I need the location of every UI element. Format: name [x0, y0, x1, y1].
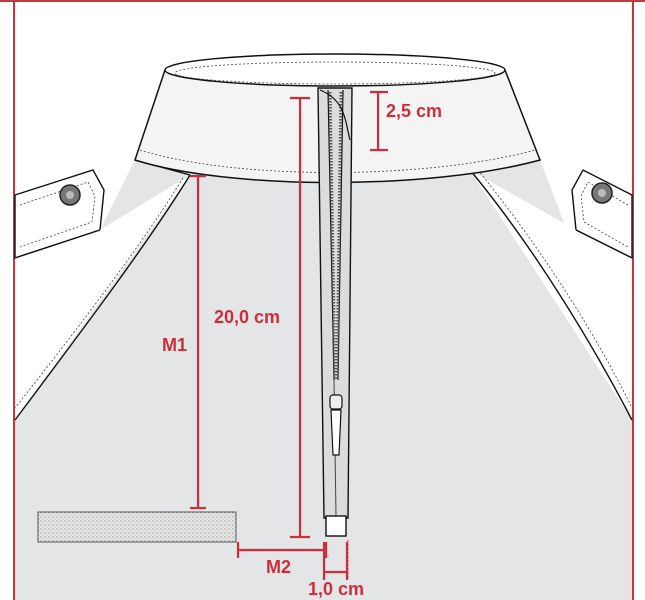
collar-height-label: 2,5 cm: [386, 101, 443, 121]
dimension-zipper-length: [290, 96, 310, 539]
zipper-length-label: 20,0 cm: [214, 307, 281, 327]
dimension-m2: [236, 542, 328, 558]
right-shoulder: [571, 169, 633, 260]
dimension-m1: [190, 174, 206, 510]
zipper-pull: [329, 394, 343, 456]
m2-label: M2: [266, 557, 292, 577]
m1-label: M1: [162, 335, 188, 355]
right-snap-button: [591, 182, 613, 204]
zipper-stop: [325, 515, 347, 537]
dimension-collar-height: [370, 90, 388, 152]
velcro-patch: [37, 511, 237, 543]
zipper-width-label: 1,0 cm: [308, 579, 365, 599]
zipper: [317, 87, 353, 537]
dimension-zipper-width: [322, 540, 349, 580]
left-snap-button: [59, 184, 81, 206]
